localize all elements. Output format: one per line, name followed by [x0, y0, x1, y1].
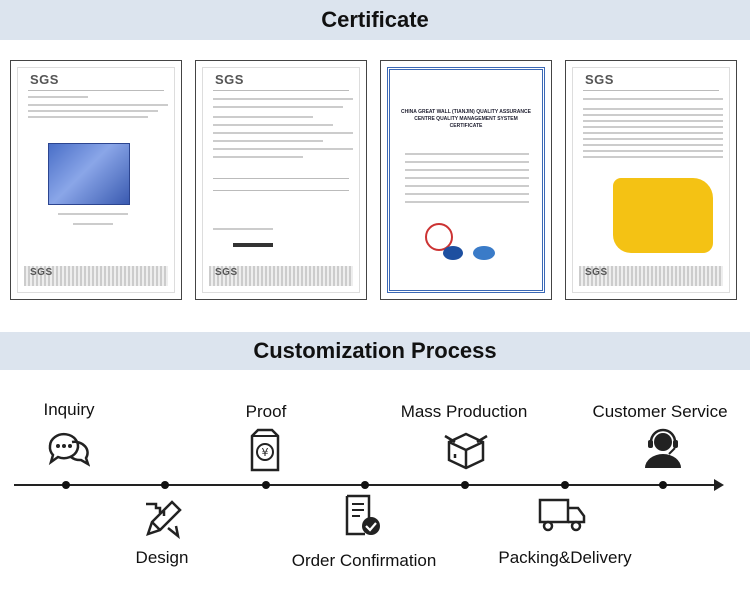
design-tools-icon [142, 498, 184, 545]
process-banner: Customization Process [0, 332, 750, 370]
sgs-logo: SGS [215, 72, 244, 87]
step-label-order-confirmation: Order Confirmation [291, 551, 437, 570]
sgs-footer-logo: SGS [215, 267, 238, 278]
sgs-footer-logo: SGS [30, 267, 53, 278]
timeline-dot [461, 481, 469, 489]
red-seal-icon [425, 223, 453, 251]
iaf-logo [443, 246, 463, 260]
step-label-proof: Proof [245, 402, 287, 421]
step-label-inquiry: Inquiry [43, 400, 95, 419]
delivery-truck-icon [538, 496, 588, 539]
timeline-dot [262, 481, 270, 489]
headset-agent-icon [641, 428, 685, 475]
certificate-document-3: CHINA GREAT WALL (TIANJIN) QUALITY ASSUR… [380, 60, 552, 300]
sgs-logo: SGS [585, 72, 614, 87]
step-label-packing-delivery: Packing&Delivery [498, 548, 632, 567]
timeline-dot [161, 481, 169, 489]
certificate-title: Certificate [321, 7, 429, 32]
sample-bag-photo [48, 143, 130, 205]
order-document-icon [343, 494, 383, 541]
step-label-mass-production: Mass Production [400, 402, 528, 421]
timeline-dot [659, 481, 667, 489]
step-label-customer-service: Customer Service [592, 402, 728, 421]
timeline-dot [361, 481, 369, 489]
certificate-document-1: SGS SGS [10, 60, 182, 300]
certificate-document-2: SGS SGS [195, 60, 367, 300]
step-label-design: Design [135, 548, 189, 567]
timeline-dot [62, 481, 70, 489]
proof-box-icon: ¥ [248, 428, 282, 477]
cnas-logo [473, 246, 495, 260]
certificate-document-4: SGS SGS [565, 60, 737, 300]
sample-sponge-photo [613, 178, 713, 253]
process-title: Customization Process [253, 338, 497, 363]
sgs-footer-logo: SGS [585, 267, 608, 278]
timeline-arrow-icon [714, 479, 724, 491]
timeline-dot [561, 481, 569, 489]
quality-certificate-header: CHINA GREAT WALL (TIANJIN) QUALITY ASSUR… [401, 109, 531, 129]
package-box-icon [443, 428, 489, 475]
chat-icon [46, 428, 91, 475]
svg-text:¥: ¥ [262, 446, 269, 459]
certificate-banner: Certificate [0, 0, 750, 40]
sgs-logo: SGS [30, 72, 59, 87]
